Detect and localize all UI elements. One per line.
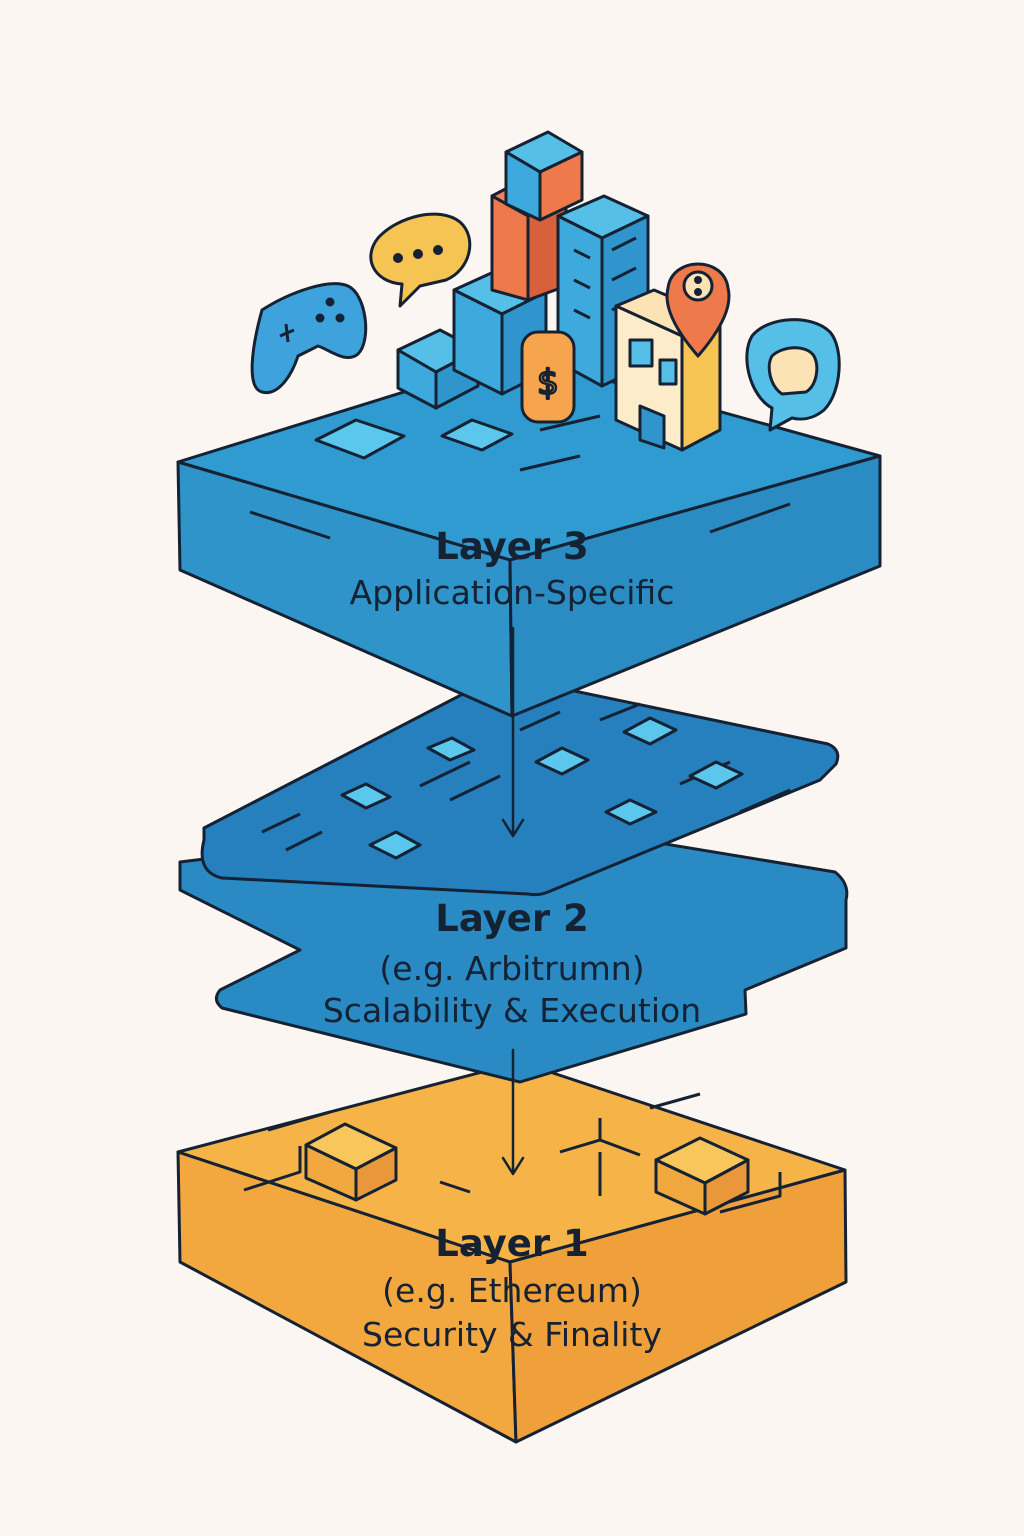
map-pin-icon [665, 262, 731, 358]
layer2-slab [178, 674, 849, 1084]
chat-bubble-icon [369, 212, 472, 308]
message-bubble-icon [745, 318, 841, 432]
gamepad-icon [250, 282, 368, 395]
layer2-description: Scalability & Execution [322, 991, 702, 1030]
layer2-title: Layer 2 [435, 897, 589, 940]
layer3-title: Layer 3 [435, 525, 589, 568]
layer2-example: (e.g. Arbitrumn) [379, 949, 645, 988]
skyscraper-cyan-top [504, 130, 584, 222]
svg-text:$: $ [537, 363, 559, 403]
layer3-tiles [314, 418, 514, 460]
layer3-description: Application-Specific [349, 573, 675, 612]
dollar-tag-icon: $ [520, 330, 576, 424]
block-cube-right [654, 1136, 750, 1216]
flow-arrows [501, 626, 525, 1176]
transaction-blocks [340, 716, 744, 860]
layer1-title: Layer 1 [435, 1222, 589, 1265]
block-cube-left [304, 1122, 398, 1202]
layer1-description: Security & Finality [362, 1315, 662, 1354]
layer1-example: (e.g. Ethereum) [382, 1271, 642, 1310]
layer3-slab [176, 354, 882, 718]
